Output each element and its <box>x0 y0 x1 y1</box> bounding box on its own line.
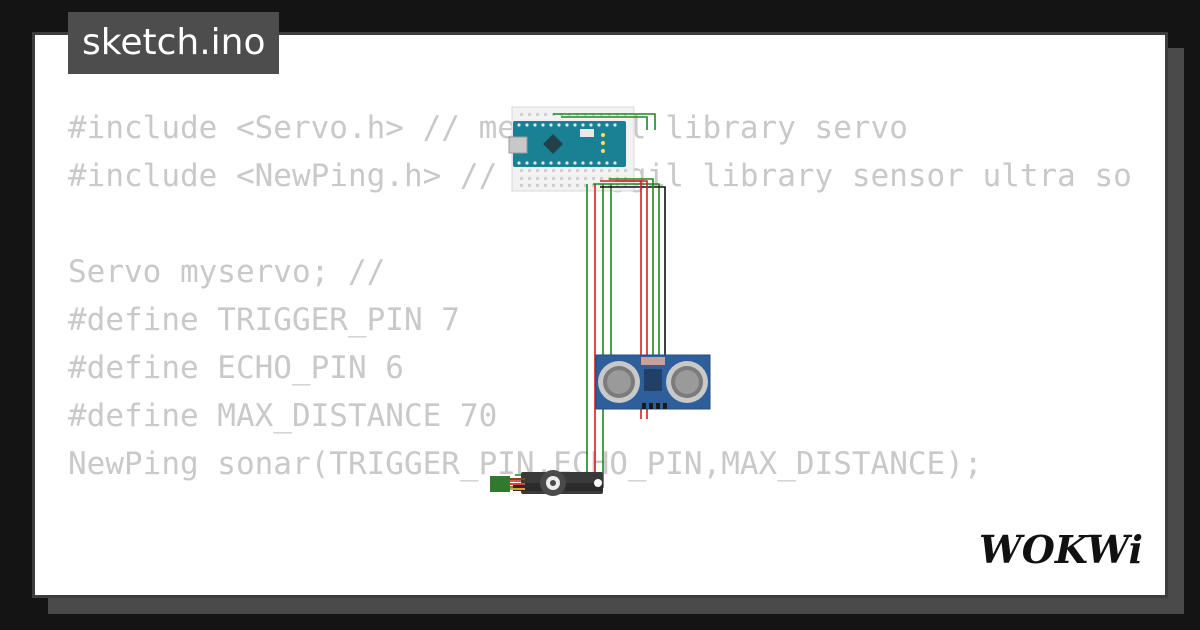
project-card: #include <Servo.h> // memanggil library … <box>32 32 1168 598</box>
svg-text:WOKWi: WOKWi <box>979 527 1143 572</box>
file-tab[interactable]: sketch.ino <box>68 12 280 74</box>
code-line: Servo myservo; // <box>68 254 386 290</box>
arduino-nano[interactable] <box>508 121 626 167</box>
ultrasonic-sensor[interactable] <box>595 354 711 410</box>
circuit-diagram[interactable] <box>35 35 1168 598</box>
servo-motor[interactable] <box>490 470 603 496</box>
code-line: #define ECHO_PIN 6 <box>68 350 404 386</box>
code-line: #define MAX_DISTANCE 70 <box>68 398 498 434</box>
wokwi-logo: WOKWi <box>979 527 1143 572</box>
code-line: #define TRIGGER_PIN 7 <box>68 302 460 338</box>
